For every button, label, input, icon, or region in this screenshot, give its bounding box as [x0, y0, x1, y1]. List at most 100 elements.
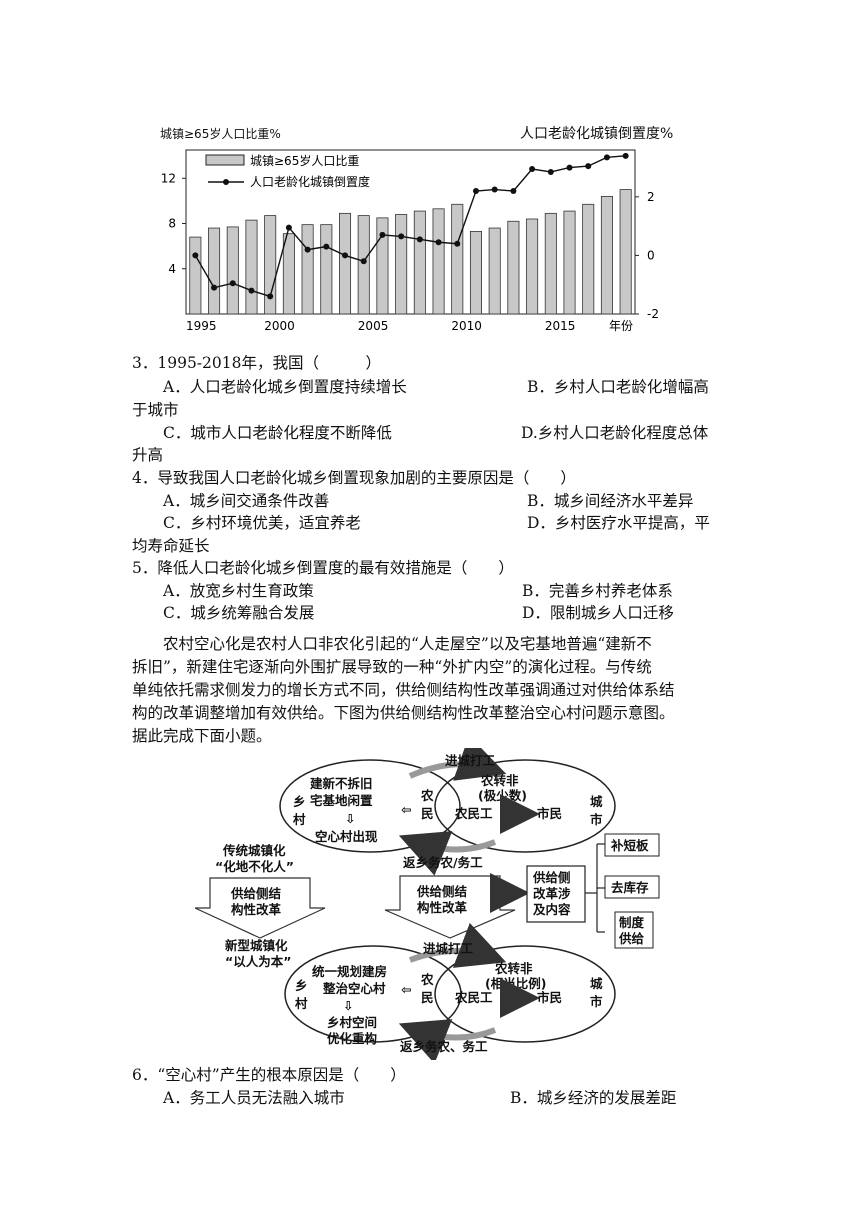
shi-bottom: 市: [590, 994, 603, 1009]
cun-bottom: 村: [295, 996, 308, 1011]
q5-stem: 5．降低人口老龄化城乡倒置度的最有效措施是（ ）: [132, 559, 514, 577]
x-tick-label: 2010: [451, 319, 482, 333]
few-label: (极少数): [478, 788, 527, 803]
chart-right-axis-title: 人口老龄化城镇倒置度%: [520, 126, 674, 142]
x-tick-label: 2005: [358, 319, 389, 333]
item3-1: 制度: [619, 915, 645, 930]
q3-option-c[interactable]: C．城市人口老龄化程度不断降低: [163, 424, 392, 442]
bar: [563, 210, 576, 315]
q4-option-a[interactable]: A．城乡间交通条件改善: [163, 492, 330, 510]
left-tick-label: 8: [168, 217, 176, 231]
left-down-arrow: [195, 877, 326, 939]
passage-line: 单纯依托需求侧发力的增长方式不同，供给侧结构性改革强调通过对供给体系结: [132, 681, 675, 699]
arrow-left-bottom: ⇦: [401, 982, 411, 997]
village-top-3: 空心村出现: [315, 829, 378, 844]
q4-stem: 4．导致我国人口老龄化城乡倒置现象加剧的主要原因是（ ）: [132, 469, 576, 487]
line-point: [416, 236, 423, 243]
q6-option-b[interactable]: B．城乡经济的发展差距: [510, 1089, 677, 1107]
bar: [226, 226, 239, 315]
center-reform-2: 构性改革: [417, 900, 468, 915]
line-point: [398, 233, 405, 240]
q6-stem: 6．“空心村”产生的根本原因是（ ）: [132, 1066, 406, 1084]
bar: [320, 224, 333, 315]
arrow-left-top: ⇦: [401, 802, 411, 817]
bar: [600, 195, 613, 315]
q3-option-d[interactable]: D.乡村人口老龄化程度总体: [521, 424, 709, 442]
x-tick-label: 2000: [264, 319, 295, 333]
line-point: [360, 258, 367, 265]
line-point: [603, 154, 610, 161]
xiang-bottom: 乡: [295, 978, 308, 993]
passage-line: 农村空心化是农村人口非农化引起的“人走屋空”以及宅基地普遍“建新不: [163, 635, 652, 653]
q5-option-c[interactable]: C．城乡统筹融合发展: [163, 604, 315, 622]
legend-line-marker: [223, 179, 229, 185]
item2: 去库存: [611, 880, 649, 895]
passage-line: 拆旧”，新建住宅逐渐向外围扩展导致的一种“外扩内空”的演化过程。与传统: [132, 658, 652, 676]
bar: [619, 189, 632, 315]
cheng-top: 城: [590, 794, 603, 809]
left-tick-label: 12: [161, 171, 176, 185]
passage: 农村空心化是农村人口非农化引起的“人走屋空”以及宅基地普遍“建新不 拆旧”，新建…: [132, 633, 732, 748]
village-top-1: 建新不拆旧: [310, 776, 373, 791]
city-ellipse-top: [434, 759, 616, 853]
legend-line-label: 人口老龄化城镇倒置度: [250, 174, 370, 189]
min-top: 民: [421, 806, 434, 821]
left-reform-1: 供给侧结: [230, 886, 282, 901]
q3-option-a[interactable]: A．人口老龄化城乡倒置度持续增长: [163, 378, 407, 396]
q3-option-b[interactable]: B．乡村人口老龄化增幅高: [527, 378, 709, 396]
bottom-out-label: 返乡务农、务工: [400, 1039, 488, 1054]
left-reform-2: 构性改革: [231, 902, 282, 917]
village-bot-2: 整治空心村: [323, 981, 386, 996]
city-ellipse-bottom: [434, 945, 616, 1043]
content-3: 及内容: [533, 902, 571, 917]
bar: [208, 227, 221, 315]
q6-option-a[interactable]: A．务工人员无法融入城市: [163, 1089, 345, 1107]
legend-bar-label: 城镇≥65岁人口比重: [250, 153, 359, 168]
series-line: [194, 155, 626, 298]
q5-option-d[interactable]: D．限制城乡人口迁移: [522, 604, 674, 622]
line-point: [454, 240, 461, 247]
line-point: [304, 246, 311, 253]
line-point: [491, 186, 498, 193]
q4-option-d-cont: 均寿命延长: [132, 537, 210, 555]
down-arrow-bottom: ⇩: [343, 998, 353, 1013]
q4-option-c[interactable]: C．乡村环境优美，适宜养老: [163, 514, 361, 532]
shimin-top: 市民: [537, 806, 562, 821]
item1: 补短板: [610, 838, 649, 853]
xiang-top: 乡: [293, 794, 306, 809]
line-point: [267, 293, 274, 300]
line-point: [285, 224, 292, 231]
nongzhuanfei-bottom: 农转非: [494, 961, 533, 976]
legend-bar-swatch: [205, 154, 245, 166]
line-point: [472, 188, 479, 194]
village-bot-1: 统一规划建房: [312, 964, 387, 979]
line-point: [510, 188, 517, 194]
q5-option-b[interactable]: B．完善乡村养老体系: [522, 582, 673, 600]
bar: [507, 220, 520, 315]
item3-2: 供给: [618, 931, 645, 946]
plot-frame: [185, 149, 636, 315]
proportion-label: (相当比例): [485, 976, 546, 991]
bar: [488, 227, 501, 315]
chart-left-axis-title: 城镇≥65岁人口比重%: [160, 127, 281, 141]
nongmingong-top: 农民工: [454, 806, 493, 821]
q5-option-a[interactable]: A．放宽乡村生育政策: [163, 582, 314, 600]
x-axis-unit-label: 年份: [609, 319, 633, 333]
min-bottom: 民: [421, 990, 434, 1005]
village-ellipse-top: [279, 759, 461, 853]
hollow-village-diagram: 进城打工 返乡务农/务工 乡 村 建新不拆旧 宅基地闲置 ⇩ 空心村出现 ⇦ 农…: [195, 748, 660, 1060]
bar: [264, 215, 277, 315]
arrow-to-village-top: [398, 831, 497, 876]
line-point: [192, 252, 199, 259]
line-point: [585, 163, 592, 170]
passage-line: 构的改革调整增加有效供给。下图为供给侧结构性改革整治空心村问题示意图。: [132, 704, 675, 722]
bar: [282, 233, 295, 315]
new-2: “以人为本”: [225, 954, 291, 969]
bar: [582, 203, 595, 315]
village-top-2: 宅基地闲置: [310, 793, 373, 808]
item2-box: [604, 875, 660, 899]
q4-option-d[interactable]: D．乡村医疗水平提高，平: [527, 514, 710, 532]
cun-top: 村: [293, 812, 306, 827]
q4-option-b[interactable]: B．城乡间经济水平差异: [527, 492, 694, 510]
nong-top: 农: [420, 788, 434, 803]
